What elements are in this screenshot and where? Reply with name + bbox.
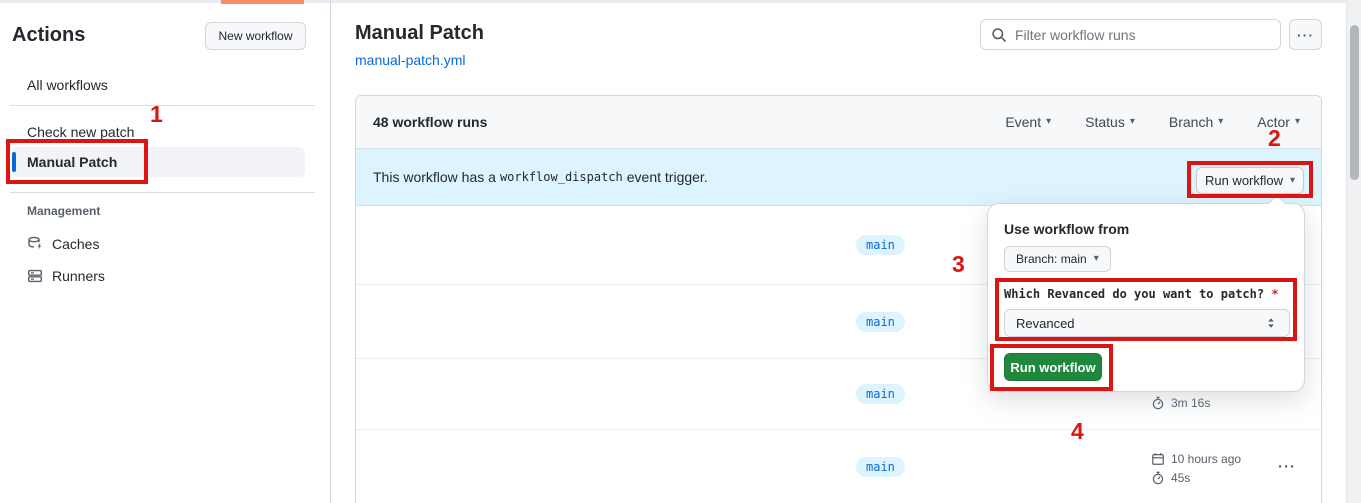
stopwatch-icon [1152,396,1164,410]
workflow-dispatch-banner: This workflow has a workflow_dispatch ev… [356,149,1321,206]
banner-text: This workflow has a [373,169,496,185]
calendar-icon [1152,453,1164,465]
run-kebab-button[interactable]: ··· [1278,459,1296,476]
workflow-input-label: Which Revanced do you want to patch? * [1004,287,1279,301]
filter-workflow-runs-input[interactable] [1015,26,1270,43]
sidebar-item-check-new-patch[interactable]: Check new patch [27,124,135,140]
run-workflow-popover: Use workflow from Branch: main ▾ Which R… [987,194,1305,392]
workflow-runs-count: 48 workflow runs [373,114,488,130]
workflow-run-row: main 10 hours ago 45s ··· [356,430,1321,503]
annotation-number-3: 3 [952,251,965,277]
branch-badge[interactable]: main [856,384,905,404]
selected-option: Revanced [1016,315,1075,331]
branch-select-button[interactable]: Branch: main ▾ [1004,246,1111,272]
scrollbar-thumb[interactable] [1350,25,1359,180]
runs-filters: Event ▾ Status ▾ Branch ▾ Actor ▾ [1005,114,1304,130]
scrollbar-track[interactable] [1346,0,1361,503]
branch-badge[interactable]: main [856,311,905,332]
chevron-down-icon: ▾ [1218,116,1224,127]
workflow-file-link[interactable]: manual-patch.yml [355,52,466,68]
status-filter-dropdown[interactable]: Status ▾ [1085,114,1135,130]
run-workflow-dropdown-button[interactable]: Run workflow ▾ [1196,167,1304,194]
chevron-down-icon: ▾ [1290,174,1296,186]
revanced-select[interactable]: Revanced [1004,309,1290,337]
run-meta: 10 hours ago 45s [1151,452,1241,485]
sidebar-title: Actions [12,24,86,46]
page-title: Manual Patch [355,22,484,44]
chevron-down-icon: ▾ [1046,116,1052,127]
new-workflow-button[interactable]: New workflow [205,22,306,50]
branch-badge[interactable]: main [856,457,905,477]
cache-icon [28,236,42,250]
sidebar-item-all-workflows[interactable]: All workflows [27,77,108,93]
run-duration: 3m 16s [1171,396,1211,410]
sidebar-item-caches[interactable]: Caches [27,236,99,252]
banner-code: workflow_dispatch [499,170,623,184]
sidebar-divider-vertical [330,0,331,503]
sidebar-item-label: Runners [52,268,105,284]
chevron-down-icon: ▾ [1093,253,1099,264]
run-date: 10 hours ago [1171,452,1242,466]
branch-filter-dropdown[interactable]: Branch ▾ [1168,114,1224,130]
top-strip [0,0,1361,3]
actor-filter-dropdown[interactable]: Actor ▾ [1257,114,1300,130]
sidebar-divider [10,105,315,106]
branch-badge[interactable]: main [856,235,905,255]
filter-workflow-runs-box[interactable] [980,19,1281,50]
required-asterisk: * [1271,287,1279,301]
run-meta: 3m 16s [1151,396,1210,410]
runs-card-header: 48 workflow runs Event ▾ Status ▾ Branch… [356,96,1321,149]
workflow-options-kebab-button[interactable]: ··· [1289,19,1322,50]
sidebar-item-runners[interactable]: Runners [27,268,105,284]
sidebar-item-label: Caches [52,236,100,252]
chevron-down-icon: ▾ [1129,116,1135,127]
banner-text: event trigger. [626,169,708,185]
kebab-icon: ··· [1278,458,1296,476]
popover-title: Use workflow from [1004,221,1130,237]
run-workflow-submit-button[interactable]: Run workflow [1004,353,1102,381]
annotation-number-4: 4 [1071,418,1084,444]
event-filter-dropdown[interactable]: Event ▾ [1005,114,1052,130]
management-section-header: Management [27,204,101,218]
search-icon [992,27,1007,42]
stopwatch-icon [1152,471,1164,485]
sidebar-item-manual-patch[interactable]: Manual Patch [12,147,305,177]
kebab-icon: ··· [1297,26,1314,43]
chevron-down-icon: ▾ [1294,116,1300,127]
annotation-number-2: 2 [1268,125,1281,151]
selected-accent-bar [12,152,16,172]
sidebar-item-label: Manual Patch [27,154,118,170]
sidebar-divider [10,192,315,193]
server-icon [28,269,43,283]
annotation-number-1: 1 [150,101,163,127]
unfold-stepper-icon [1268,318,1274,328]
run-duration: 45s [1171,471,1191,485]
top-strip-orange-segment [221,0,304,4]
